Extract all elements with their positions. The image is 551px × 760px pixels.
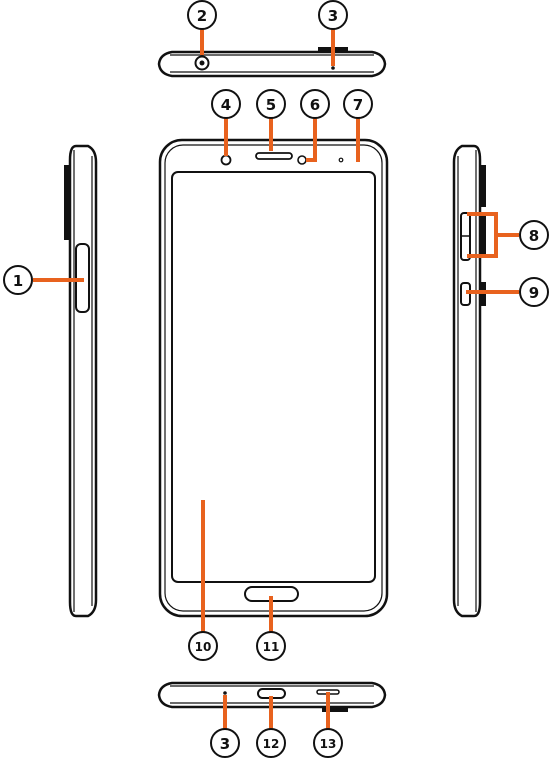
svg-text:7: 7 — [353, 96, 363, 114]
svg-text:9: 9 — [529, 284, 539, 302]
callout-3-bottom: 3 — [210, 728, 240, 758]
callout-13: 13 — [313, 728, 343, 758]
top-edge-view — [157, 47, 387, 78]
svg-text:2: 2 — [197, 7, 207, 25]
callout-7: 7 — [343, 89, 373, 119]
callout-2: 2 — [187, 0, 217, 30]
callout-12: 12 — [256, 728, 286, 758]
proximity-sensor-icon — [297, 155, 307, 165]
callout-10: 10 — [188, 631, 218, 661]
front-camera-icon — [220, 154, 232, 166]
headphone-jack-icon — [194, 55, 210, 71]
callout-6: 6 — [300, 89, 330, 119]
callout-8: 8 — [519, 220, 549, 250]
volume-keys — [460, 212, 471, 261]
svg-text:6: 6 — [310, 96, 320, 114]
top-microphone-hole — [331, 66, 335, 70]
svg-text:11: 11 — [263, 640, 280, 654]
callout-5: 5 — [256, 89, 286, 119]
svg-text:3: 3 — [328, 7, 338, 25]
earpiece-speaker — [255, 152, 293, 160]
svg-text:4: 4 — [221, 96, 231, 114]
bottom-microphone-hole — [223, 691, 227, 695]
leader-6 — [306, 118, 317, 162]
callout-4: 4 — [211, 89, 241, 119]
callout-9: 9 — [519, 277, 549, 307]
svg-text:5: 5 — [266, 96, 276, 114]
callouts: 1 2 3 4 5 6 7 8 — [3, 0, 549, 758]
svg-text:3: 3 — [220, 735, 230, 753]
svg-text:13: 13 — [320, 737, 337, 751]
notification-led-icon — [338, 157, 344, 163]
callout-3-top: 3 — [318, 0, 348, 30]
right-side-view — [452, 144, 486, 618]
display-screen — [171, 171, 376, 583]
leader-lines — [33, 28, 519, 729]
svg-text:12: 12 — [263, 737, 280, 751]
svg-text:10: 10 — [195, 640, 212, 654]
left-side-view — [64, 144, 98, 618]
callout-11: 11 — [256, 631, 286, 661]
svg-text:8: 8 — [529, 227, 539, 245]
svg-text:1: 1 — [13, 272, 23, 290]
callout-1: 1 — [3, 265, 33, 295]
leader-8 — [467, 212, 519, 258]
front-view — [158, 138, 389, 618]
